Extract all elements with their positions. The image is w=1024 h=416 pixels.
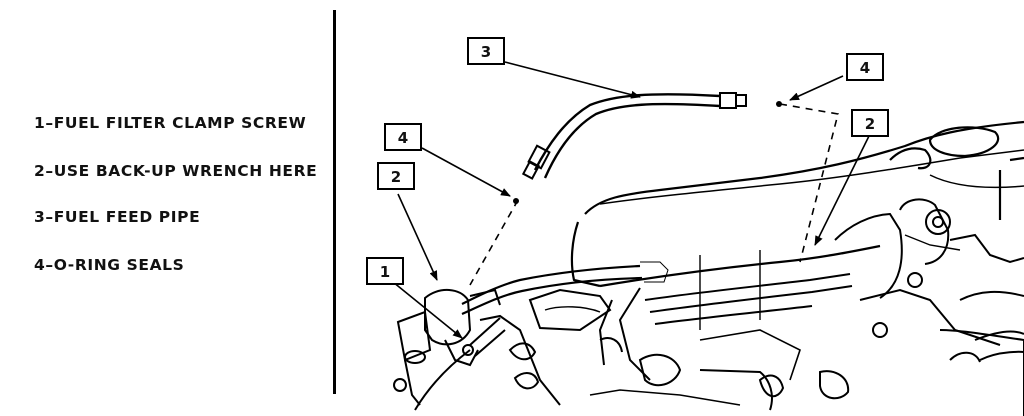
o-ring-lower xyxy=(513,198,519,204)
callout-2-left: 2 xyxy=(377,162,415,190)
svg-text:3: 3 xyxy=(481,43,491,61)
clamp-screw xyxy=(444,339,479,367)
fuel-rail xyxy=(598,250,853,381)
legend-item-1: 1–FUEL FILTER CLAMP SCREW xyxy=(34,114,307,132)
oil-filler-cap xyxy=(928,126,1000,158)
pipe-nut-upper xyxy=(719,92,737,109)
fitting-bolt xyxy=(638,353,682,387)
alignment-lines xyxy=(469,103,839,286)
legend-item-2: 2–USE BACK-UP WRENCH HERE xyxy=(34,162,318,180)
legend-item-4: 4–O-RING SEALS xyxy=(34,256,185,274)
callout-4-upper: 4 xyxy=(846,53,884,81)
svg-text:2: 2 xyxy=(391,168,401,186)
legend-item-3: 3–FUEL FEED PIPE xyxy=(34,208,201,226)
callout-3: 3 xyxy=(467,37,505,65)
fuel-filter xyxy=(393,288,501,406)
svg-text:2: 2 xyxy=(865,115,875,133)
callout-4-lower: 4 xyxy=(384,123,422,151)
o-ring-upper xyxy=(776,101,782,107)
valve-cover xyxy=(570,120,1024,288)
engine-block xyxy=(479,288,1024,416)
fuel-feed-pipe xyxy=(414,92,747,411)
intake-assembly xyxy=(834,198,1024,363)
svg-text:4: 4 xyxy=(398,129,408,147)
divider-line xyxy=(333,10,336,394)
svg-text:1: 1 xyxy=(380,263,390,281)
legend-panel: 1–FUEL FILTER CLAMP SCREW 2–USE BACK-UP … xyxy=(0,0,336,416)
svg-text:4: 4 xyxy=(860,59,870,77)
callout-2-right: 2 xyxy=(851,109,889,137)
callout-1: 1 xyxy=(366,257,404,285)
leader-lines xyxy=(392,61,871,339)
